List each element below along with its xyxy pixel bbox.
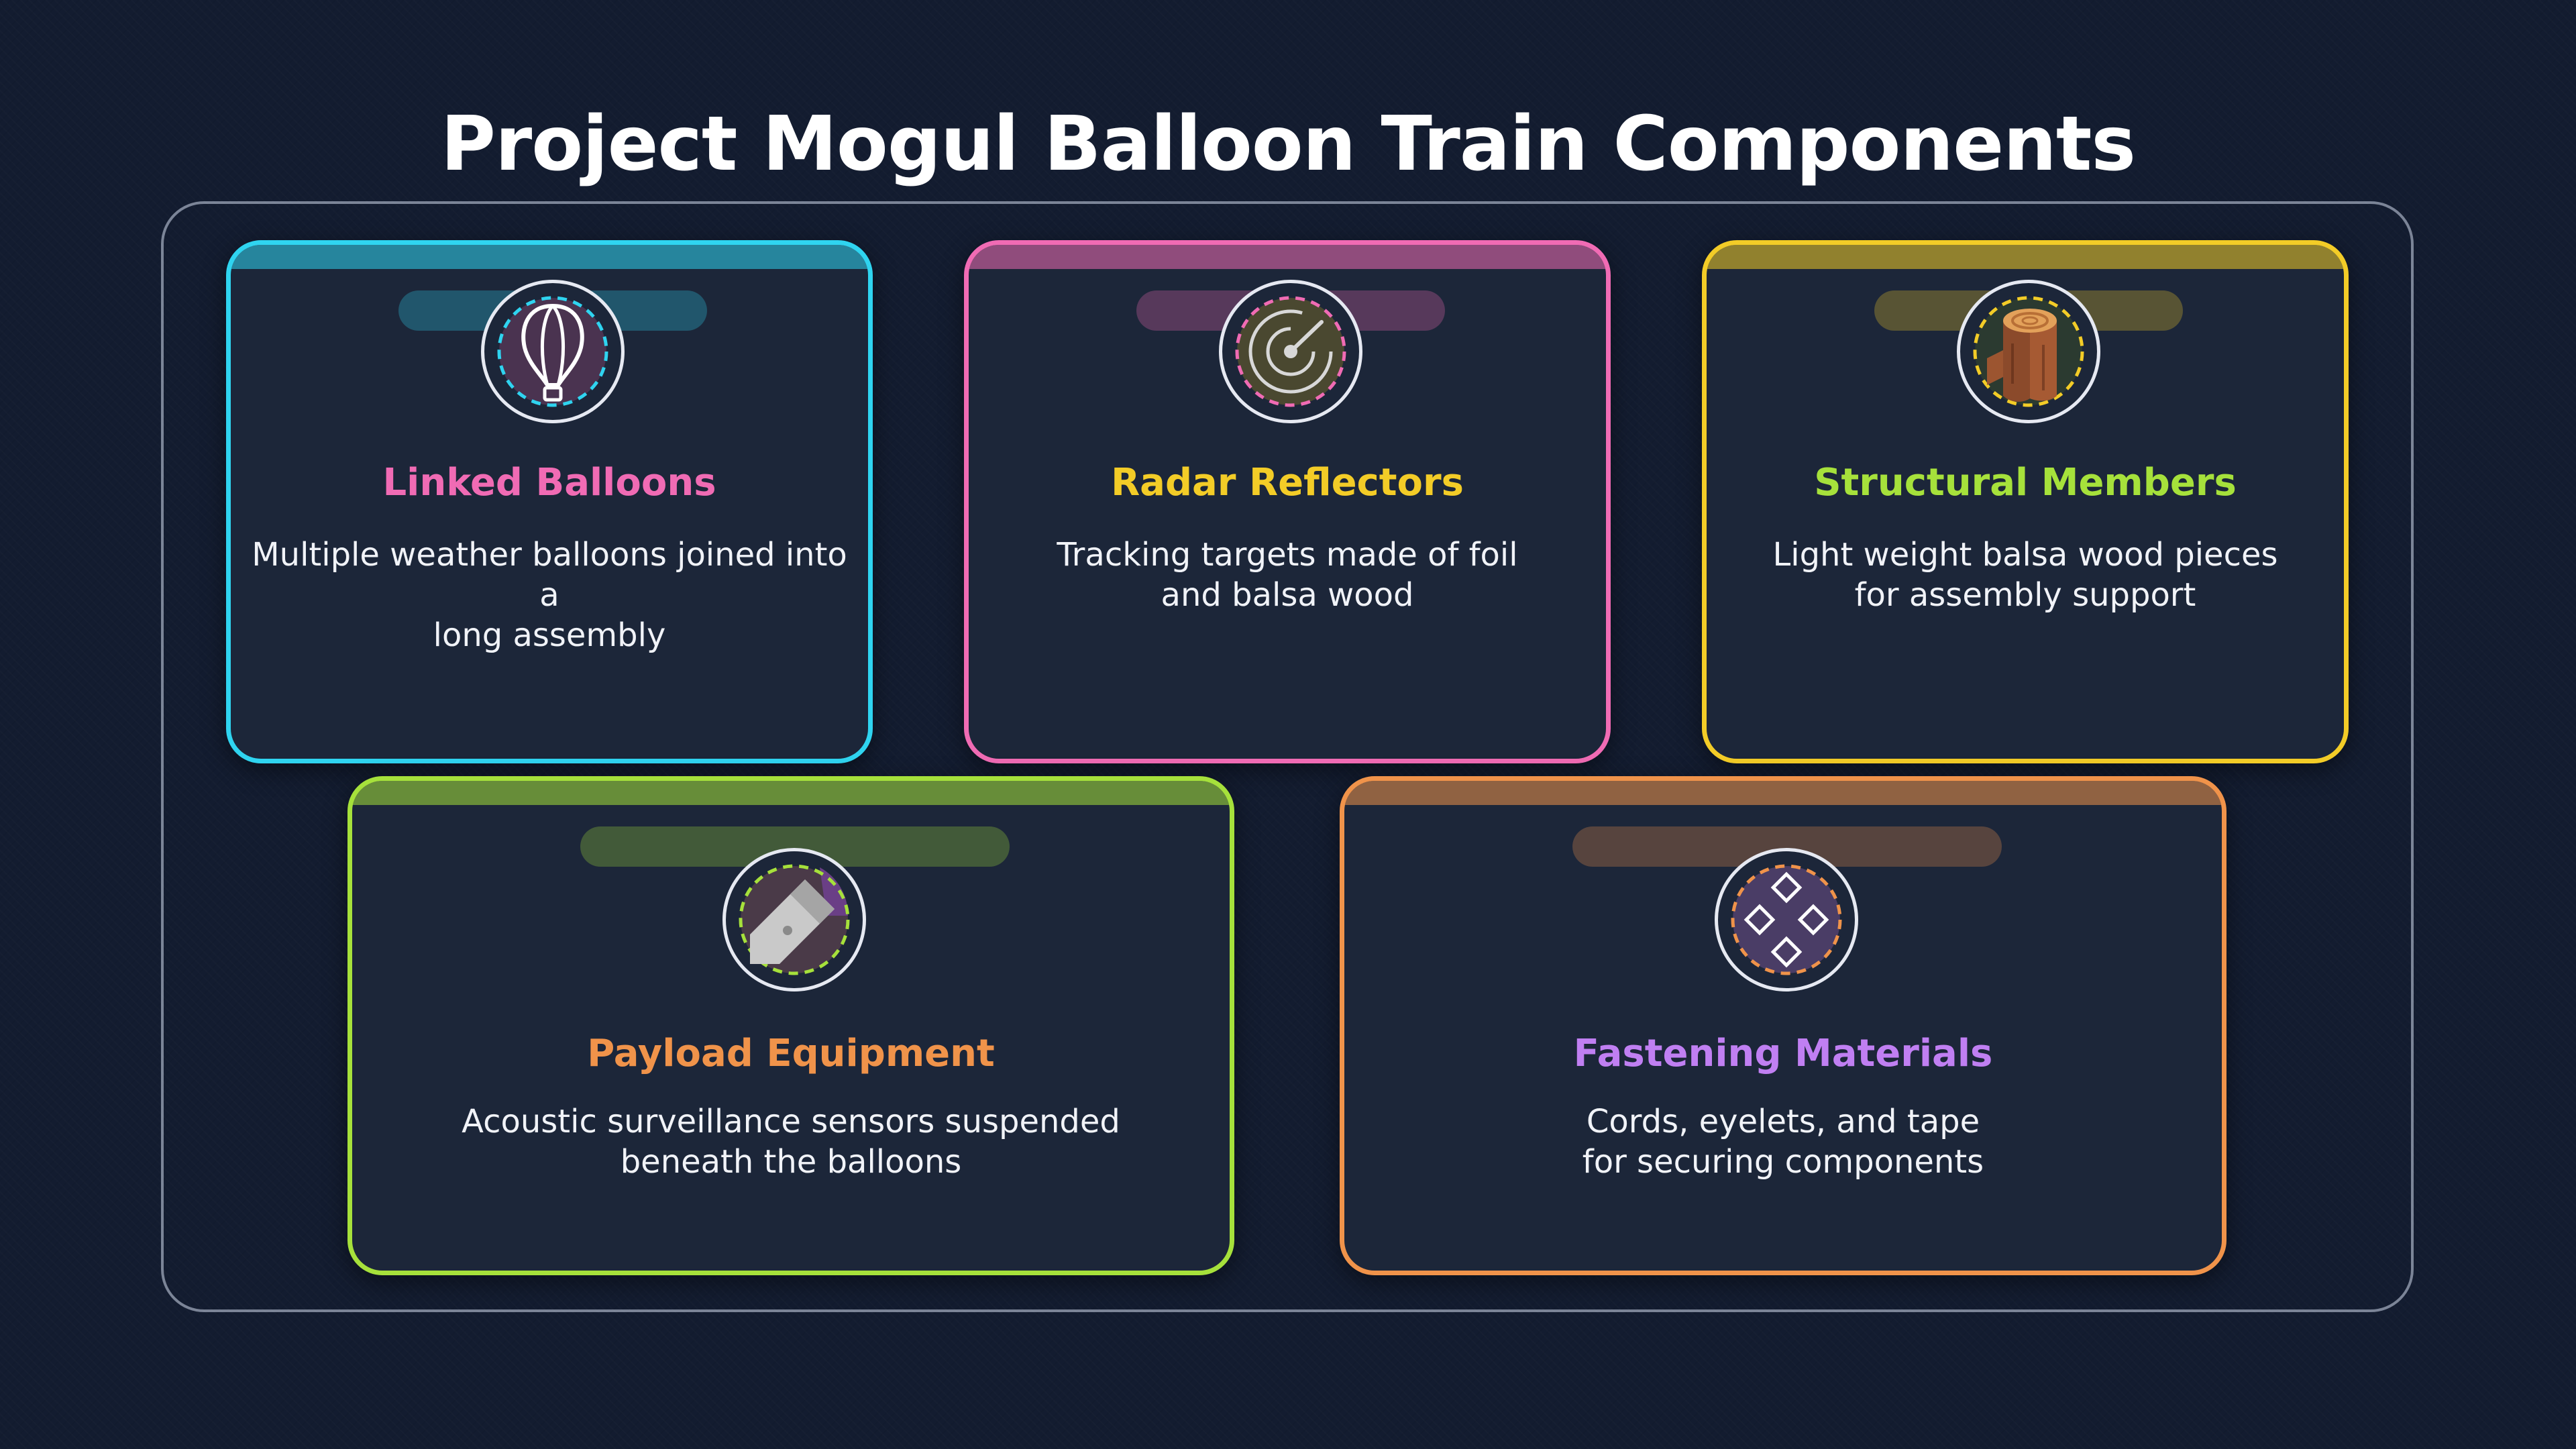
- diagram-frame: [161, 201, 2414, 1312]
- card-top-bar: [352, 781, 1230, 805]
- hot-air-balloon-icon: [497, 296, 608, 407]
- card-payload-equipment: Payload Equipment Acoustic surveillance …: [347, 776, 1234, 1275]
- card-fastening-materials: Fastening Materials Cords, eyelets, and …: [1340, 776, 2226, 1275]
- microphone-icon: [739, 864, 850, 975]
- card-top-bar: [969, 245, 1606, 269]
- card-description: Acoustic surveillance sensors suspended …: [462, 1103, 1120, 1181]
- card-description: Multiple weather balloons joined into a …: [252, 536, 847, 654]
- icon-badge: [481, 280, 625, 423]
- icon-badge: [1715, 848, 1858, 991]
- card-top-bar: [1707, 245, 2344, 269]
- icon-badge: [1957, 280, 2100, 423]
- card-structural-members: Structural Members Light weight balsa wo…: [1702, 240, 2349, 763]
- card-top-bar: [1344, 781, 2222, 805]
- card-radar-reflectors: Radar Reflectors Tracking targets made o…: [964, 240, 1611, 763]
- card-title: Payload Equipment: [587, 1032, 995, 1075]
- radar-icon: [1235, 296, 1346, 407]
- card-title: Radar Reflectors: [1111, 461, 1464, 504]
- icon-badge: [1219, 280, 1362, 423]
- icon-badge: [722, 848, 866, 991]
- card-description: Light weight balsa wood pieces for assem…: [1772, 536, 2278, 614]
- card-title: Structural Members: [1814, 461, 2237, 504]
- card-description: Tracking targets made of foil and balsa …: [1057, 536, 1518, 614]
- card-title: Fastening Materials: [1573, 1032, 1993, 1075]
- card-top-bar: [231, 245, 868, 269]
- card-linked-balloons: Linked Balloons Multiple weather balloon…: [226, 240, 873, 763]
- card-description: Cords, eyelets, and tape for securing co…: [1582, 1103, 1984, 1181]
- card-title: Linked Balloons: [382, 461, 716, 504]
- wood-log-icon: [1973, 296, 2084, 407]
- fastener-diamonds-icon: [1731, 864, 1842, 975]
- page-title: Project Mogul Balloon Train Components: [440, 101, 2136, 188]
